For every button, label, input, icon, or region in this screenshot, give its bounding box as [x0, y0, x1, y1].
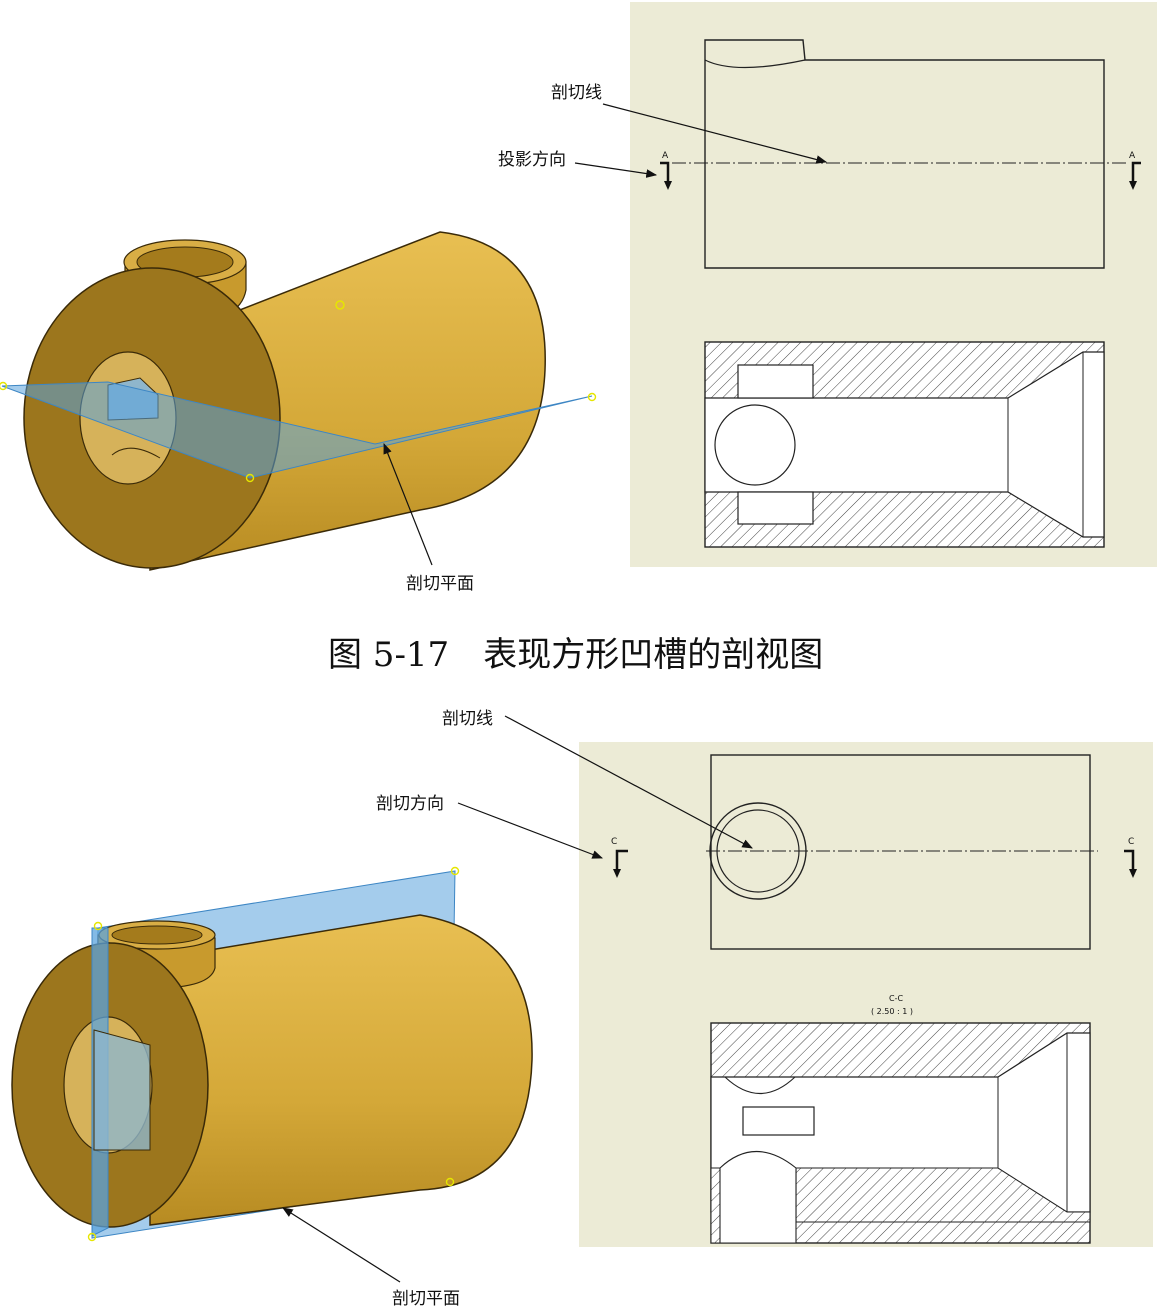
figure-caption: 图 5-17 表现方形凹槽的剖视图: [328, 635, 823, 675]
section-view-title: C-C: [889, 994, 903, 1003]
bottom-label-section-direction: 剖切方向: [376, 794, 444, 814]
bottom-section-mark-right: C: [1128, 837, 1134, 847]
top-label-projection-direction: 投影方向: [498, 150, 566, 170]
bottom-label-section-plane: 剖切平面: [392, 1289, 460, 1308]
bottom-label-section-line: 剖切线: [442, 709, 493, 729]
top-drawing-panel: [630, 2, 1157, 567]
top-label-section-line: 剖切线: [551, 83, 602, 103]
bottom-section-mark-left: C: [611, 837, 617, 847]
bottom-3d-model: [11, 866, 533, 1242]
top-3d-model: [0, 231, 597, 571]
section-view-scale: ( 2.50 : 1 ): [871, 1007, 913, 1016]
top-label-section-plane: 剖切平面: [406, 574, 474, 594]
top-section-mark-left: A: [662, 151, 669, 161]
bottom-drawing-panel: [579, 742, 1153, 1247]
top-section-mark-right: A: [1129, 151, 1136, 161]
